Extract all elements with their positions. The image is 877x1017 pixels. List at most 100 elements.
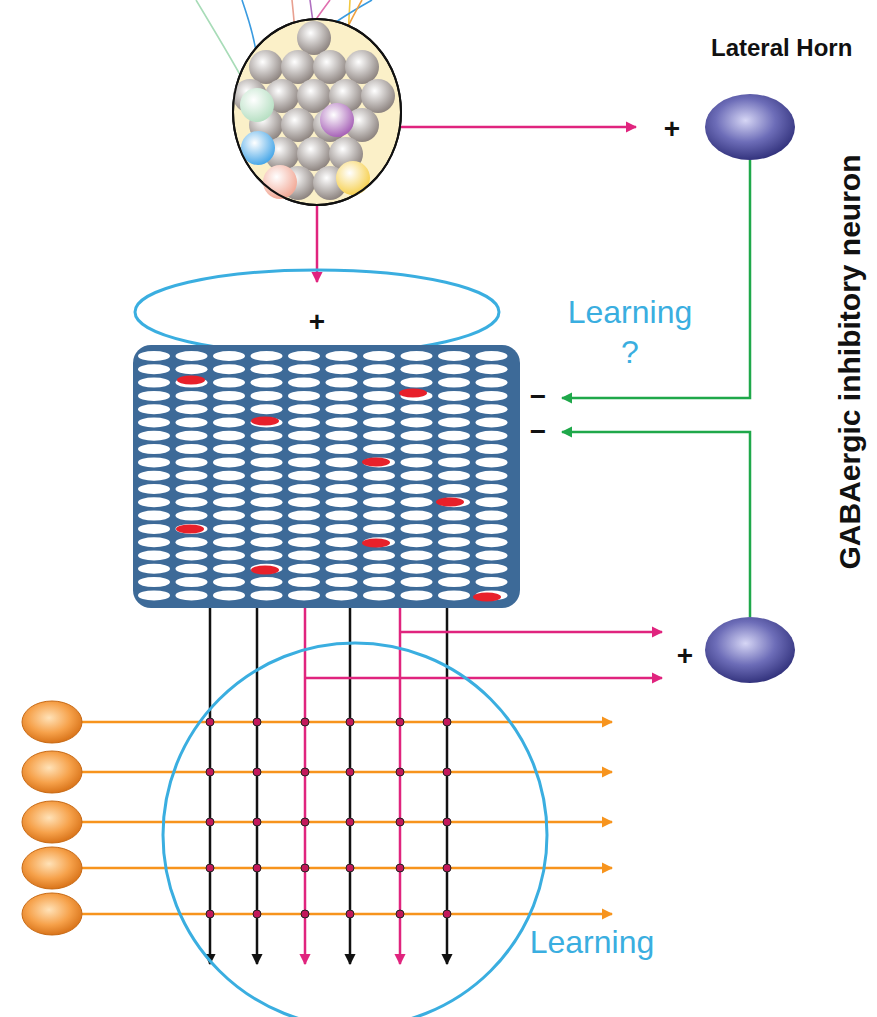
synapse-dot	[396, 818, 404, 826]
kenyon-cell	[326, 391, 358, 401]
excitation-sign: +	[664, 111, 680, 146]
output-neuron	[22, 701, 82, 743]
antennal-lobe-outline	[233, 19, 401, 205]
kenyon-cell	[326, 590, 358, 600]
kenyon-cell	[288, 564, 320, 574]
synapse-dot	[253, 910, 261, 918]
kenyon-cell	[363, 418, 395, 428]
synapse-dot	[301, 910, 309, 918]
kenyon-cell	[176, 364, 208, 374]
synapse-dot	[301, 818, 309, 826]
kenyon-cell	[176, 444, 208, 454]
kenyon-cell	[213, 391, 245, 401]
kenyon-cell	[213, 577, 245, 587]
kenyon-cell	[213, 524, 245, 534]
neuron-body	[705, 94, 795, 160]
kenyon-cell	[138, 577, 170, 587]
kenyon-cell	[176, 484, 208, 494]
kenyon-cell	[438, 577, 470, 587]
glomerulus	[281, 50, 315, 84]
output-neuron	[22, 847, 82, 889]
kenyon-cell	[251, 364, 283, 374]
kenyon-cell	[438, 351, 470, 361]
kenyon-cell	[288, 431, 320, 441]
glomerulus	[345, 50, 379, 84]
kenyon-cell	[326, 431, 358, 441]
kenyon-cell	[138, 418, 170, 428]
kenyon-cell	[138, 457, 170, 467]
kenyon-cell	[138, 351, 170, 361]
kenyon-cells	[138, 351, 508, 602]
kenyon-cell	[326, 418, 358, 428]
kenyon-cell	[326, 457, 358, 467]
kenyon-cell	[288, 511, 320, 521]
kenyon-cell	[476, 391, 508, 401]
kenyon-cell	[213, 457, 245, 467]
kenyon-cell	[326, 511, 358, 521]
kenyon-cell	[213, 378, 245, 388]
kenyon-cell	[438, 564, 470, 574]
kenyon-cell	[401, 471, 433, 481]
kenyon-cell	[476, 457, 508, 467]
active-kenyon-cell	[176, 525, 204, 534]
kenyon-cell	[213, 418, 245, 428]
kenyon-cell	[326, 551, 358, 561]
kenyon-cell	[138, 497, 170, 507]
connection-wire	[562, 432, 750, 617]
kenyon-cell	[476, 511, 508, 521]
kenyon-cell	[251, 551, 283, 561]
kenyon-cell	[251, 444, 283, 454]
kenyon-cell	[438, 378, 470, 388]
lateral-horn-neuron: Lateral Horn	[705, 30, 870, 162]
kenyon-cell	[326, 577, 358, 587]
synapse-dot	[206, 910, 214, 918]
kenyon-cell	[326, 351, 358, 361]
kenyon-cell	[288, 577, 320, 587]
kenyon-cell	[213, 511, 245, 521]
kenyon-cell-block	[133, 345, 520, 608]
kenyon-cell	[401, 431, 433, 441]
kenyon-cell	[176, 457, 208, 467]
wires	[317, 127, 750, 617]
inhibition-sign: −	[530, 414, 546, 449]
inhibitory-neuron	[705, 617, 795, 683]
active-kenyon-cell	[251, 566, 279, 575]
kenyon-cell	[401, 444, 433, 454]
synapse-dot	[206, 718, 214, 726]
kenyon-cell	[138, 444, 170, 454]
synapse-dots	[206, 718, 451, 918]
active-kenyon-cell	[177, 376, 205, 385]
synapse-dot	[301, 718, 309, 726]
glomerulus	[263, 165, 297, 199]
kenyon-branch	[305, 677, 662, 680]
kenyon-cell	[288, 391, 320, 401]
kenyon-cell	[476, 378, 508, 388]
kenyon-cell	[363, 471, 395, 481]
connection-wire	[401, 126, 636, 129]
kenyon-cell	[251, 431, 283, 441]
synapse-dot	[301, 768, 309, 776]
glomerulus	[240, 88, 274, 122]
kenyon-cell	[213, 431, 245, 441]
kenyon-cell	[326, 471, 358, 481]
kenyon-cell	[401, 524, 433, 534]
kenyon-cell	[363, 378, 395, 388]
kenyon-cell	[438, 391, 470, 401]
synapse-dot	[253, 818, 261, 826]
kenyon-cell	[476, 351, 508, 361]
glomerulus	[313, 50, 347, 84]
excitation-sign: +	[677, 638, 693, 673]
kenyon-cell	[476, 497, 508, 507]
kenyon-cell	[176, 471, 208, 481]
glomerulus	[336, 161, 370, 195]
kenyon-cell	[176, 418, 208, 428]
kenyon-cell	[138, 431, 170, 441]
kenyon-cell	[176, 590, 208, 600]
kenyon-cell	[251, 391, 283, 401]
kenyon-cell	[438, 418, 470, 428]
kenyon-cell	[476, 431, 508, 441]
kenyon-cell	[363, 364, 395, 374]
kenyon-cell	[438, 524, 470, 534]
kenyon-cell	[176, 497, 208, 507]
